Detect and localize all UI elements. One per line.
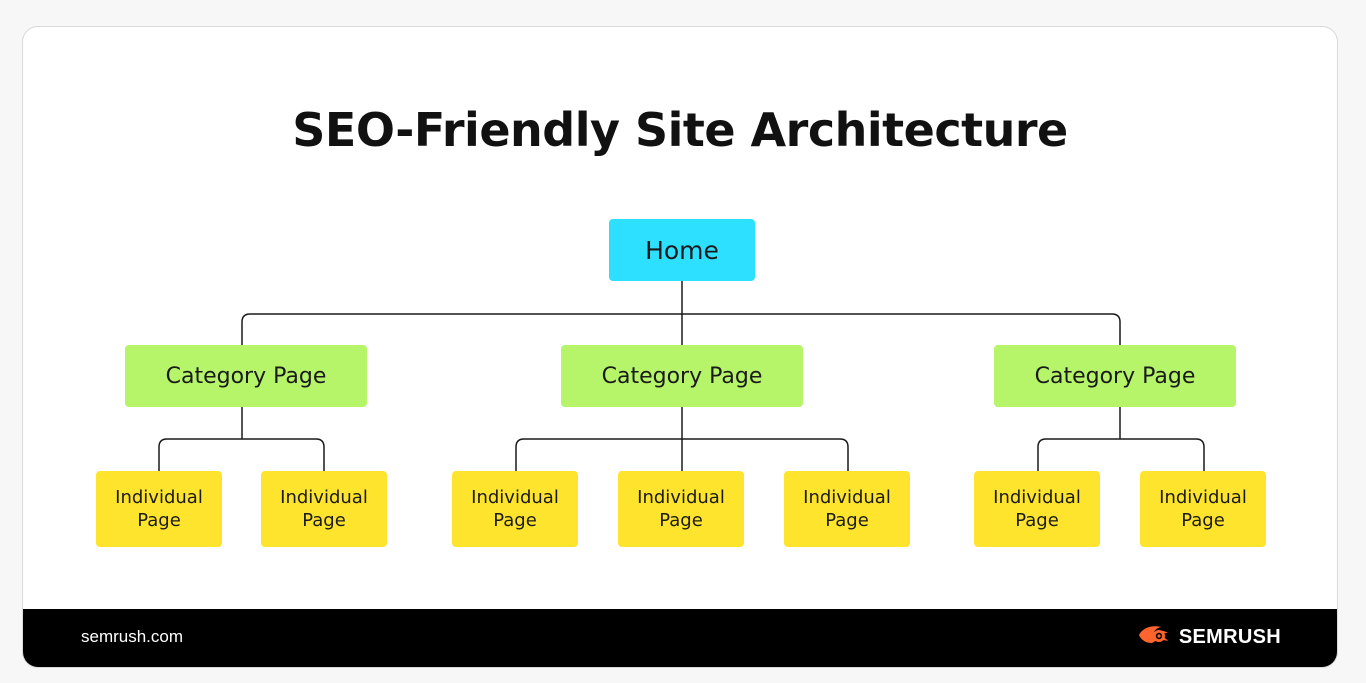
home-node: Home xyxy=(609,219,755,281)
connector-home-branch xyxy=(241,313,1121,345)
footer-url[interactable]: semrush.com xyxy=(81,627,184,646)
page-node-1-2: Individual Page xyxy=(261,471,387,547)
diagram-card: SEO-Friendly Site Architecture Home Cate… xyxy=(22,26,1338,668)
page-node-3-1: Individual Page xyxy=(974,471,1100,547)
page-node-1-1: Individual Page xyxy=(96,471,222,547)
brand-logo[interactable]: SEMRUSH xyxy=(1137,624,1281,650)
semrush-flame-icon xyxy=(1137,624,1173,650)
page-node-2-1: Individual Page xyxy=(452,471,578,547)
category-node-1: Category Page xyxy=(125,345,367,407)
connector-category-3-branch xyxy=(1037,438,1205,471)
page-node-3-2: Individual Page xyxy=(1140,471,1266,547)
category-node-3: Category Page xyxy=(994,345,1236,407)
diagram-title: SEO-Friendly Site Architecture xyxy=(292,103,1068,157)
page-node-2-2: Individual Page xyxy=(618,471,744,547)
category-node-2: Category Page xyxy=(561,345,803,407)
connector-category-1-branch xyxy=(158,438,325,471)
brand-name: SEMRUSH xyxy=(1178,625,1281,648)
page-node-2-3: Individual Page xyxy=(784,471,910,547)
footer-bar: semrush.com SEMRUSH xyxy=(23,609,1337,667)
connector-category-2-branch xyxy=(515,438,849,471)
